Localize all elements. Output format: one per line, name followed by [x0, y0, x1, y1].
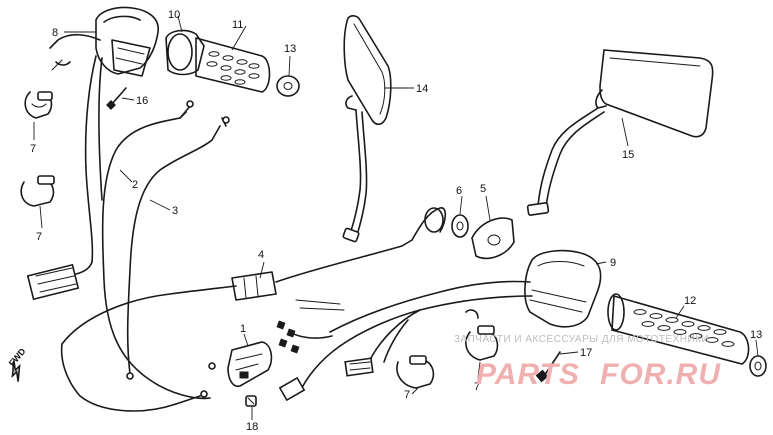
screw-17 [535, 351, 561, 383]
callout-14: 14 [416, 83, 428, 95]
callout-10: 10 [168, 9, 180, 21]
callout-12: 12 [684, 295, 696, 307]
callout-7-center: 7 [404, 389, 410, 401]
cable-clip-center [396, 355, 435, 389]
throttle-grip [195, 37, 271, 93]
clutch-cable [60, 207, 447, 412]
screw-16 [106, 87, 127, 110]
mirror-left [342, 15, 392, 243]
callout-5: 5 [480, 183, 486, 195]
callout-17: 17 [580, 347, 592, 359]
forward-label: FWD [7, 346, 28, 369]
callout-numbers: 8 10 11 13 16 7 7 2 3 4 6 5 14 15 9 12 1… [30, 9, 762, 433]
callout-18: 18 [246, 421, 258, 433]
cable-clip-right [465, 309, 499, 361]
callout-3: 3 [172, 205, 178, 217]
callout-7-lower-left: 7 [36, 231, 42, 243]
watermark: ЗАПЧАСТИ И АКСЕССУАРЫ ДЛЯ МОТОТЕХНИКИ PA… [454, 334, 721, 391]
screw-18 [245, 395, 257, 407]
leader-lines [33, 15, 759, 420]
callout-2: 2 [132, 179, 138, 191]
callout-1: 1 [240, 323, 246, 335]
left-switch-connector [26, 261, 93, 301]
lever-bracket-5 [471, 217, 515, 260]
callout-4: 4 [258, 249, 264, 261]
throttle-cable-3 [126, 116, 230, 380]
watermark-tagline: ЗАПЧАСТИ И АКСЕССУАРЫ ДЛЯ МОТОТЕХНИКИ [454, 334, 709, 345]
right-switch-wires [276, 299, 421, 402]
callout-15: 15 [622, 149, 634, 161]
callout-9: 9 [610, 257, 616, 269]
washer-6 [451, 214, 469, 238]
callout-7-right: 7 [474, 381, 480, 393]
mirror-right [526, 49, 714, 216]
callout-7-upper-left: 7 [30, 143, 36, 155]
callout-8: 8 [52, 27, 58, 39]
watermark-logo-left: PARTS [476, 358, 580, 391]
right-switch-housing [329, 249, 602, 347]
watermark-logo-right: FOR.RU [600, 358, 721, 391]
callout-11: 11 [232, 19, 243, 31]
callout-6: 6 [456, 185, 462, 197]
throttle-housing [165, 29, 205, 76]
throttle-cable-2 [101, 100, 211, 400]
clutch-switch [227, 341, 273, 388]
bar-end-weight-bottom [749, 355, 767, 377]
right-grip [607, 293, 750, 365]
cable-clip-upper-left [24, 91, 53, 119]
callout-16: 16 [136, 95, 148, 107]
forward-arrow-icon: FWD [7, 346, 28, 382]
bar-end-weight-top [276, 75, 300, 97]
callout-13-top: 13 [284, 43, 296, 55]
left-switch-housing [49, 6, 159, 263]
callout-13-bottom: 13 [750, 329, 762, 341]
cable-clip-lower-left [20, 175, 55, 207]
